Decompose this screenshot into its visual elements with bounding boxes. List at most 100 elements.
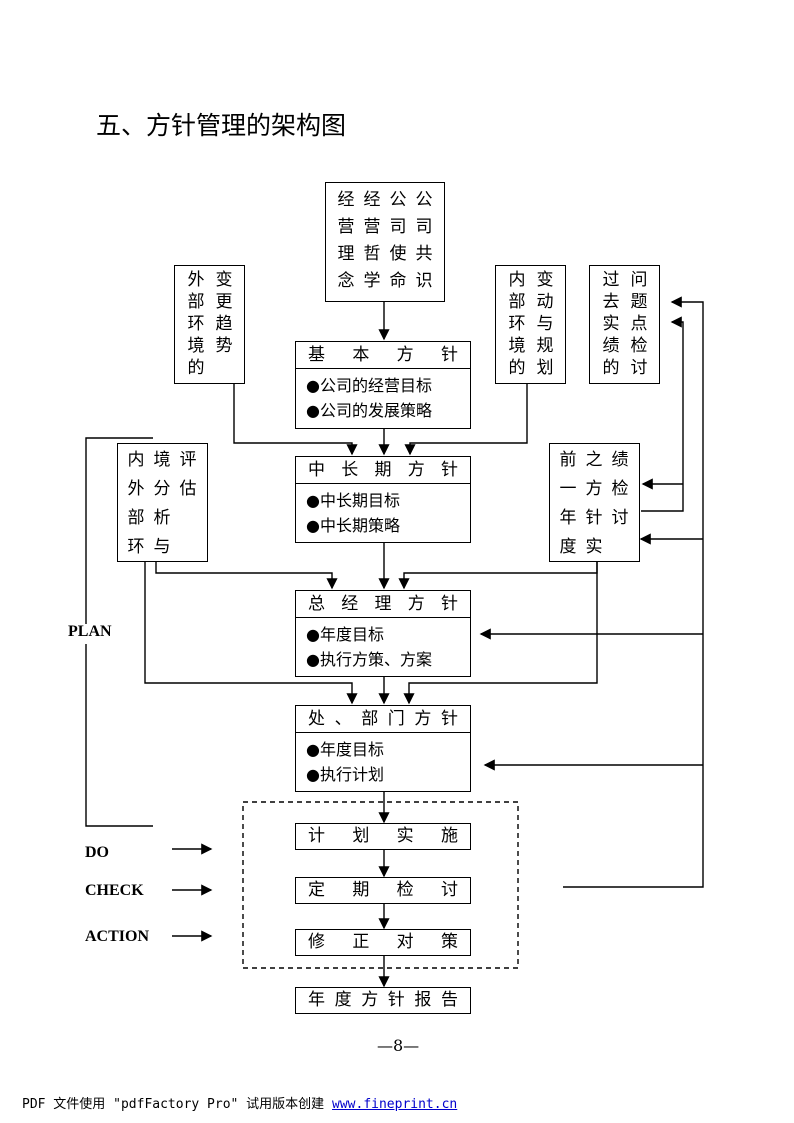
header-char: 方	[396, 345, 414, 365]
header-char: 门	[387, 709, 405, 729]
column-char: 学	[363, 271, 381, 291]
box-char: 实	[396, 826, 414, 846]
box-char: 讨	[440, 880, 458, 900]
column-char: 与	[536, 314, 554, 334]
column-char: 更	[215, 292, 233, 312]
column-char: 年	[559, 508, 577, 528]
past-issues-review-box: 过去实绩的 问题点检讨	[589, 265, 660, 384]
header-char: 部	[361, 709, 379, 729]
column-char: 讨	[630, 358, 648, 378]
header-char: 基	[308, 345, 325, 365]
header-char: 方	[407, 594, 425, 614]
column-char: 析	[153, 508, 171, 528]
column-char: 绩	[602, 336, 620, 356]
env-col-1: 内外部环	[125, 446, 147, 562]
box-char: 报	[414, 990, 432, 1010]
box-char: 计	[308, 826, 325, 846]
basic-policy-box: 基 本 方 针 ●公司的经营目标 ●公司的发展策略	[295, 341, 471, 429]
header-char: 方	[414, 709, 432, 729]
box-char: 对	[396, 932, 414, 952]
header-char: 针	[441, 460, 458, 480]
mid-policy-item: ●中长期策略	[306, 516, 400, 535]
internal-col-2: 变动与规划	[534, 269, 556, 379]
action-label: ACTION	[85, 928, 150, 945]
column-char: 内	[508, 270, 526, 290]
column-char: 部	[127, 508, 145, 528]
column-char: 检	[630, 336, 648, 356]
column-char: 问	[630, 270, 648, 290]
header-char: 总	[308, 594, 325, 614]
philosophy-col-1: 经营理念	[335, 187, 357, 295]
column-char: 经	[363, 190, 381, 210]
column-char: 的	[187, 358, 205, 378]
internal-environment-box: 内部环境的 变动与规划	[495, 265, 566, 384]
column-char: 境	[153, 450, 171, 470]
basic-policy-header: 基 本 方 针	[296, 342, 470, 369]
column-char: 外	[187, 270, 205, 290]
gm-policy-item: ●执行方策、方案	[306, 650, 432, 669]
column-char: 理	[337, 244, 355, 264]
column-char: 实	[585, 537, 603, 557]
column-char: 公	[389, 190, 407, 210]
column-char: 去	[602, 292, 620, 312]
column-char: 前	[559, 450, 577, 470]
philosophy-col-4: 公司共识	[413, 187, 435, 295]
column-char: 讨	[611, 508, 629, 528]
header-char: 针	[440, 709, 458, 729]
periodic-review-box: 定 期 检 讨	[295, 877, 471, 904]
page-title: 五、方针管理的架构图	[96, 111, 347, 140]
column-char: 势	[215, 336, 233, 356]
column-char: 划	[536, 358, 554, 378]
column-char: 点	[630, 314, 648, 334]
column-char: 部	[187, 292, 205, 312]
footer-text: PDF 文件使用 "pdfFactory Pro" 试用版本创建	[22, 1097, 333, 1112]
box-char: 修	[308, 932, 325, 952]
column-char: 使	[389, 244, 407, 264]
header-char: 方	[407, 460, 425, 480]
dept-policy-item: ●执行计划	[306, 765, 384, 784]
column-char: 内	[127, 450, 145, 470]
env-col-3: 评估	[177, 446, 199, 504]
box-char: 方	[361, 990, 379, 1010]
department-policy-box: 处 、 部 门 方 针 ●年度目标 ●执行计划	[295, 705, 471, 792]
external-col-1: 外部环境的	[185, 269, 207, 379]
corrective-action-box: 修 正 对 策	[295, 929, 471, 956]
box-char: 期	[352, 880, 370, 900]
column-char: 一	[559, 479, 577, 499]
column-char: 变	[215, 270, 233, 290]
footer-link[interactable]: www.fineprint.cn	[332, 1097, 458, 1112]
column-char: 的	[602, 358, 620, 378]
mid-policy-item: ●中长期目标	[306, 491, 400, 510]
box-char: 策	[440, 932, 458, 952]
column-char: 环	[187, 314, 205, 334]
column-char: 实	[602, 314, 620, 334]
column-char: 动	[536, 292, 554, 312]
column-char: 规	[536, 336, 554, 356]
column-char: 共	[415, 244, 433, 264]
column-char: 境	[508, 336, 526, 356]
box-char: 告	[440, 990, 458, 1010]
column-char: 趋	[215, 314, 233, 334]
column-char: 命	[389, 271, 407, 291]
previous-year-review-box: 前一年度 之方针实 绩检讨	[549, 443, 640, 562]
column-char: 度	[559, 537, 577, 557]
column-char: 与	[153, 537, 171, 557]
column-char: 题	[630, 292, 648, 312]
column-char: 之	[585, 450, 603, 470]
header-char: 处	[308, 709, 325, 729]
pdf-footer: PDF 文件使用 "pdfFactory Pro" 试用版本创建 www.fin…	[22, 1093, 457, 1112]
header-char: 长	[341, 460, 359, 480]
column-char: 环	[508, 314, 526, 334]
box-char: 施	[440, 826, 458, 846]
dept-policy-header: 处 、 部 门 方 针	[296, 706, 470, 733]
box-char: 年	[308, 990, 325, 1010]
column-char: 的	[508, 358, 526, 378]
header-char: 本	[352, 345, 370, 365]
header-char: 、	[334, 709, 352, 729]
environment-analysis-box: 内外部环 境分析与 评估	[117, 443, 208, 562]
annual-policy-report-box: 年 度 方 针 报 告	[295, 987, 471, 1014]
column-char: 分	[153, 479, 171, 499]
check-label: CHECK	[85, 882, 144, 899]
corporate-philosophy-box: 经营理念 经营哲学 公司使命 公司共识	[325, 182, 445, 302]
basic-policy-item: ●公司的发展策略	[306, 401, 432, 420]
